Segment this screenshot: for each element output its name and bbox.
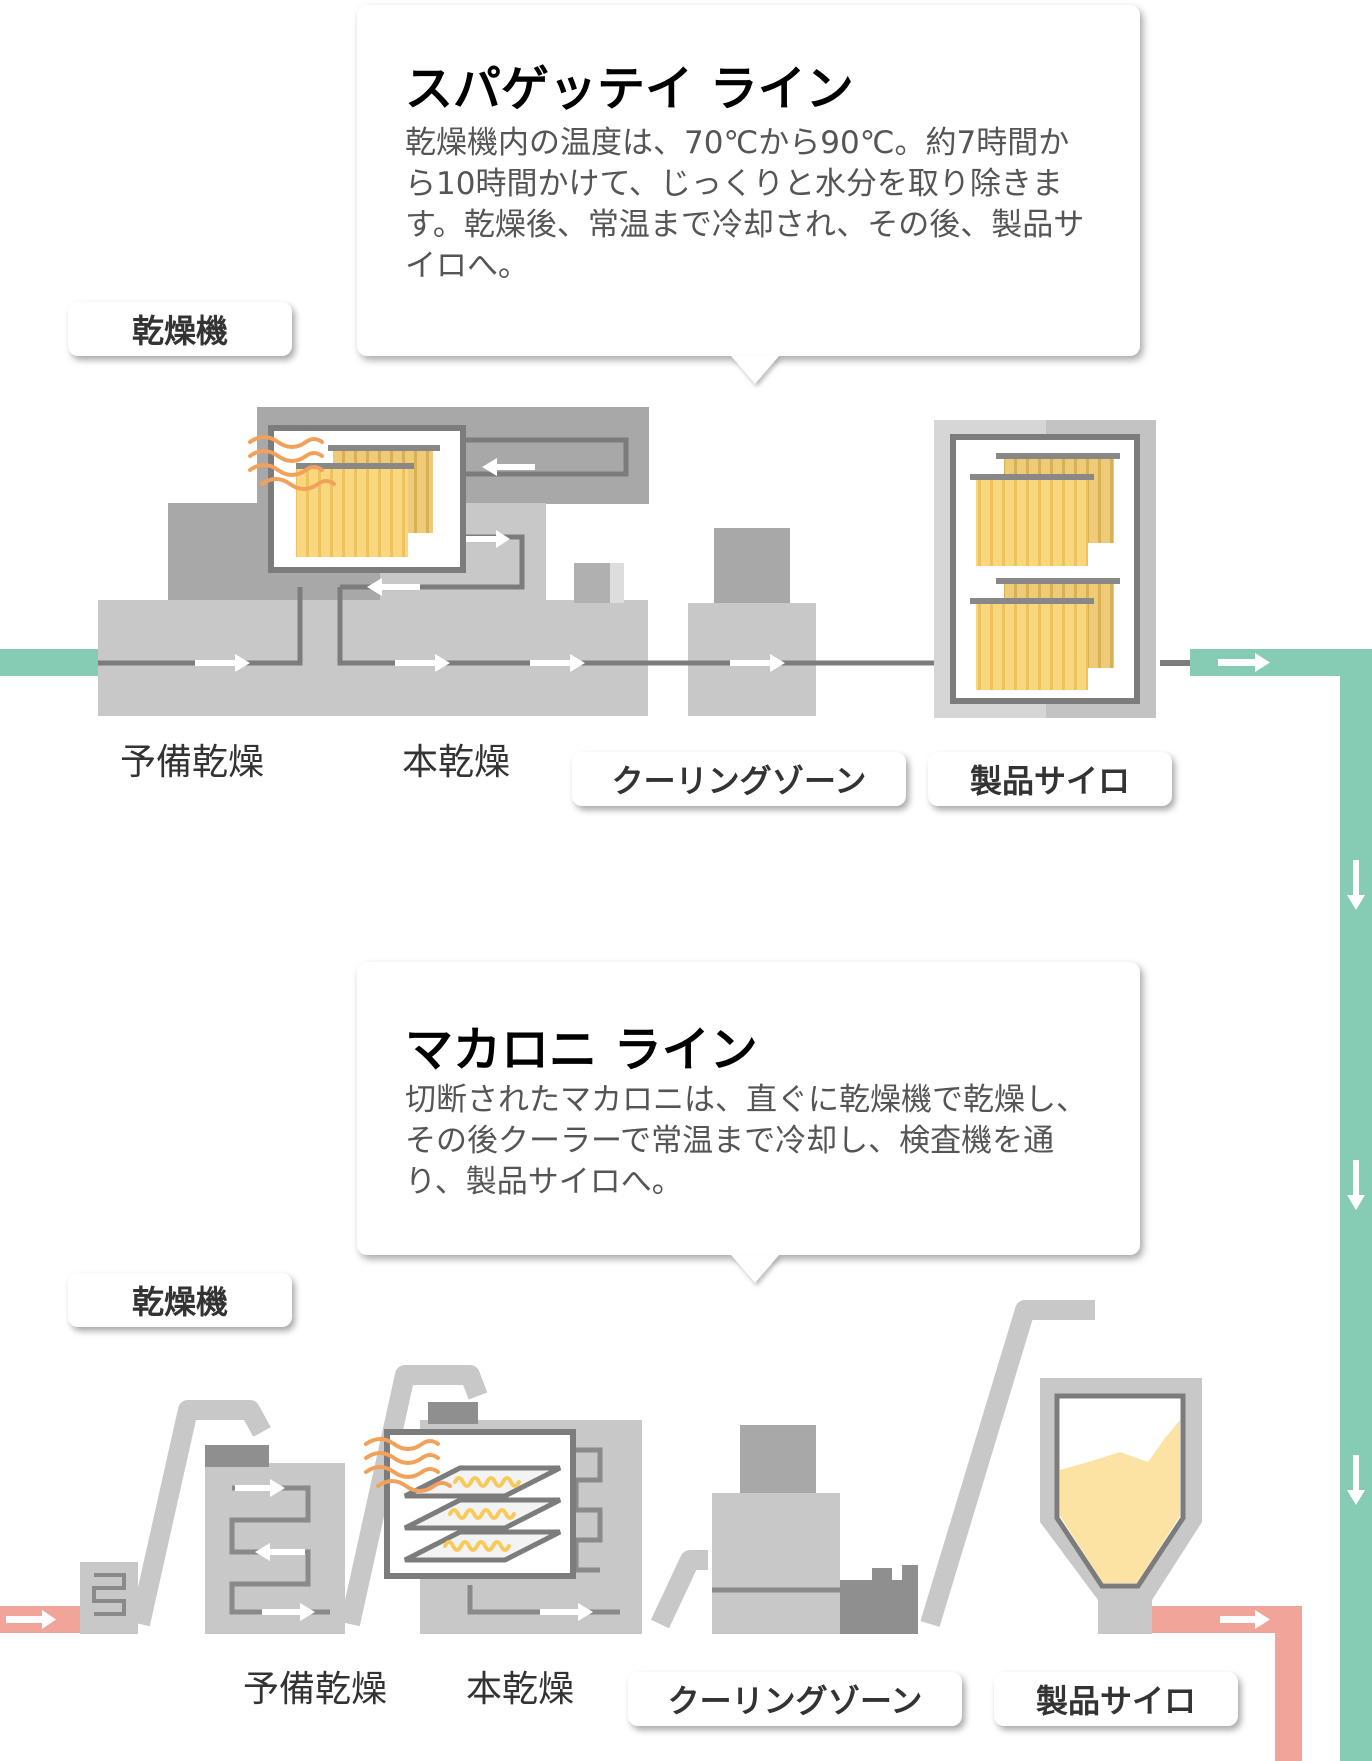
macaroni-product-silo-label: 製品サイロ xyxy=(994,1672,1238,1726)
warm-air-icon xyxy=(364,1437,452,1493)
macaroni-machinery xyxy=(80,1300,1202,1634)
flow-arrows xyxy=(1218,653,1365,1505)
spaghetti-pre-dry-label: 予備乾燥 xyxy=(120,742,265,783)
macaroni-line-description: 切断されたマカロニは、直ぐに乾燥機で乾燥し、その後クーラーで常温まで冷却し、検査… xyxy=(405,1082,1087,1200)
flow-out-bar xyxy=(1190,649,1352,676)
macaroni-pre-dry-label: 予備乾燥 xyxy=(243,1669,388,1710)
spaghetti-line-description: 乾燥機内の温度は、70℃から90℃。約7時間から10時間かけて、じっくりと水分を… xyxy=(405,125,1085,284)
spaghetti-product-silo-label: 製品サイロ xyxy=(928,752,1172,806)
macaroni-line-title: マカロニ ライン xyxy=(405,1022,758,1078)
macaroni-main-dry-label: 本乾燥 xyxy=(466,1669,575,1710)
flow-in-bar xyxy=(0,649,100,676)
macaroni-dryer-label: 乾燥機 xyxy=(68,1273,292,1327)
spaghetti-machinery xyxy=(98,407,1190,718)
callout-tail xyxy=(731,1255,779,1283)
macaroni-callout: マカロニ ライン 切断されたマカロニは、直ぐに乾燥機で乾燥し、その後クーラーで常… xyxy=(357,962,1140,1283)
macaroni-cooling-zone-label: クーリングゾーン xyxy=(628,1672,962,1726)
spaghetti-callout: スパゲッテイ ライン 乾燥機内の温度は、70℃から90℃。約7時間から10時間か… xyxy=(357,5,1140,384)
spaghetti-line-title: スパゲッテイ ライン xyxy=(405,61,854,117)
spaghetti-flow xyxy=(0,649,1372,1761)
callout-tail xyxy=(731,356,779,384)
warm-air-icon xyxy=(248,435,336,491)
spaghetti-main-dry-label: 本乾燥 xyxy=(402,742,511,783)
macaroni-flow xyxy=(0,1606,1302,1761)
spaghetti-cooling-zone-label: クーリングゾーン xyxy=(572,752,906,806)
spaghetti-dryer-label: 乾燥機 xyxy=(68,302,292,356)
